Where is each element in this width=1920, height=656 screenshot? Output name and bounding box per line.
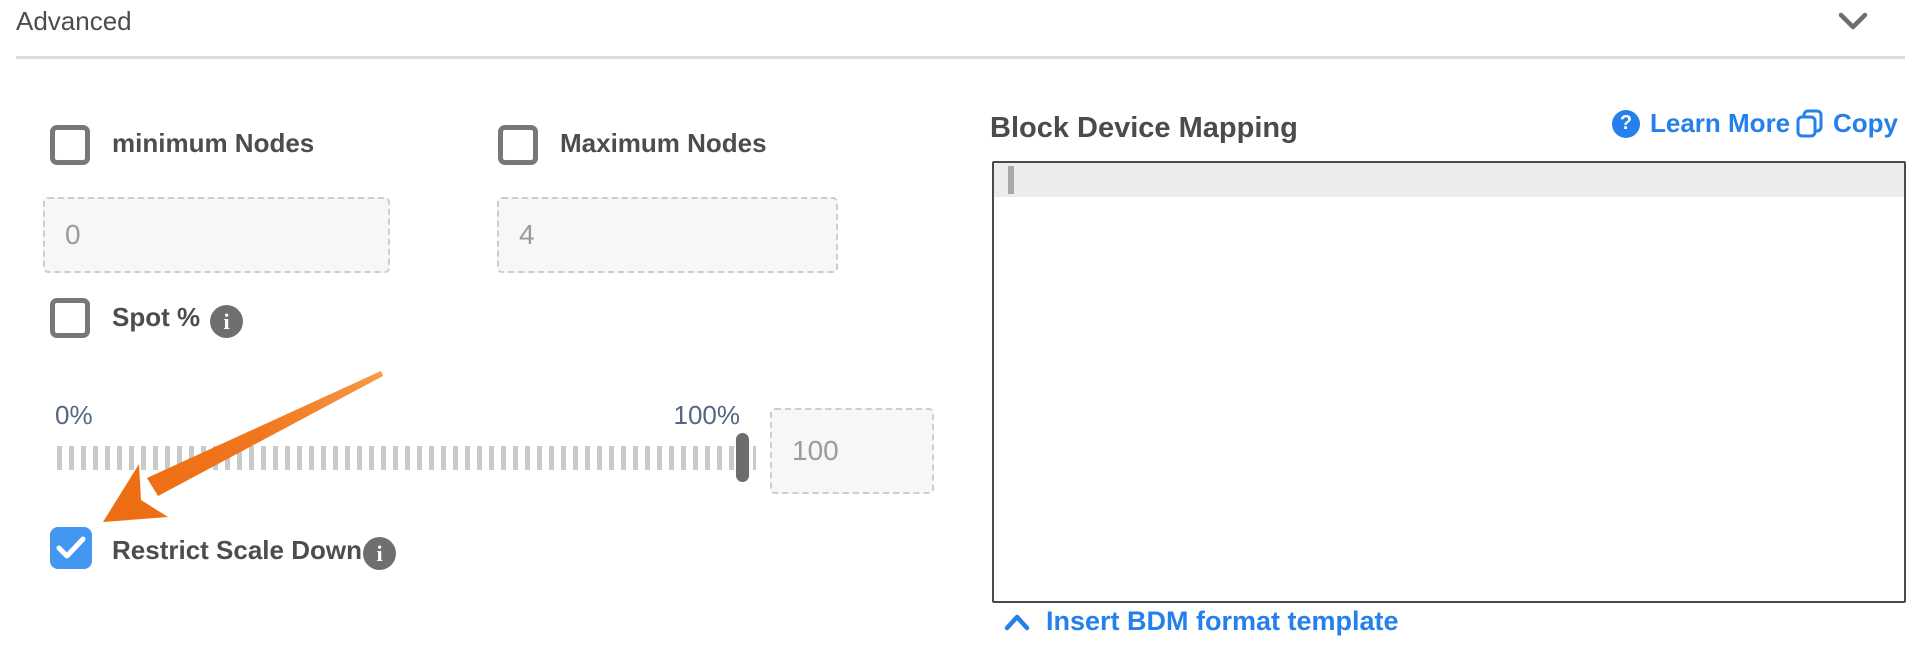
spot-percent-slider-track[interactable] <box>57 446 756 470</box>
insert-bdm-template-link[interactable]: Insert BDM format template <box>1004 606 1399 637</box>
copy-button[interactable]: Copy <box>1796 108 1898 139</box>
slider-max-label: 100% <box>673 400 741 430</box>
learn-more-label: Learn More <box>1650 108 1791 138</box>
restrict-scale-down-label[interactable]: Restrict Scale Down <box>112 535 362 565</box>
insert-bdm-template-label: Insert BDM format template <box>1046 606 1399 636</box>
maximum-nodes-checkbox[interactable] <box>498 125 538 165</box>
spot-percent-input[interactable] <box>770 408 934 494</box>
minimum-nodes-checkbox[interactable] <box>50 125 90 165</box>
spot-percent-label[interactable]: Spot % <box>112 302 201 332</box>
learn-more-link[interactable]: ? Learn More <box>1612 108 1790 139</box>
maximum-nodes-input[interactable] <box>497 197 838 273</box>
copy-icon <box>1796 109 1823 138</box>
minimum-nodes-input[interactable] <box>43 197 390 273</box>
copy-label: Copy <box>1833 108 1898 138</box>
section-title: Advanced <box>16 6 132 36</box>
chevron-up-icon <box>1004 613 1030 631</box>
section-divider <box>16 56 1905 59</box>
minimum-nodes-label[interactable]: minimum Nodes <box>112 128 315 158</box>
collapse-section-button[interactable] <box>1838 10 1868 32</box>
check-icon <box>56 536 86 560</box>
slider-min-label: 0% <box>55 400 93 430</box>
editor-cursor <box>1008 166 1014 194</box>
spot-percent-slider-handle[interactable] <box>736 433 749 482</box>
bdm-editor[interactable] <box>992 161 1906 603</box>
spot-percent-checkbox[interactable] <box>50 298 90 338</box>
spot-info-icon[interactable]: i <box>210 305 243 338</box>
restrict-info-icon[interactable]: i <box>363 537 396 570</box>
maximum-nodes-label[interactable]: Maximum Nodes <box>560 128 767 158</box>
chevron-down-icon <box>1838 10 1868 32</box>
restrict-scale-down-checkbox[interactable] <box>50 527 92 569</box>
editor-active-line <box>994 163 1904 197</box>
bdm-title: Block Device Mapping <box>990 112 1298 144</box>
question-circle-icon: ? <box>1612 109 1640 138</box>
